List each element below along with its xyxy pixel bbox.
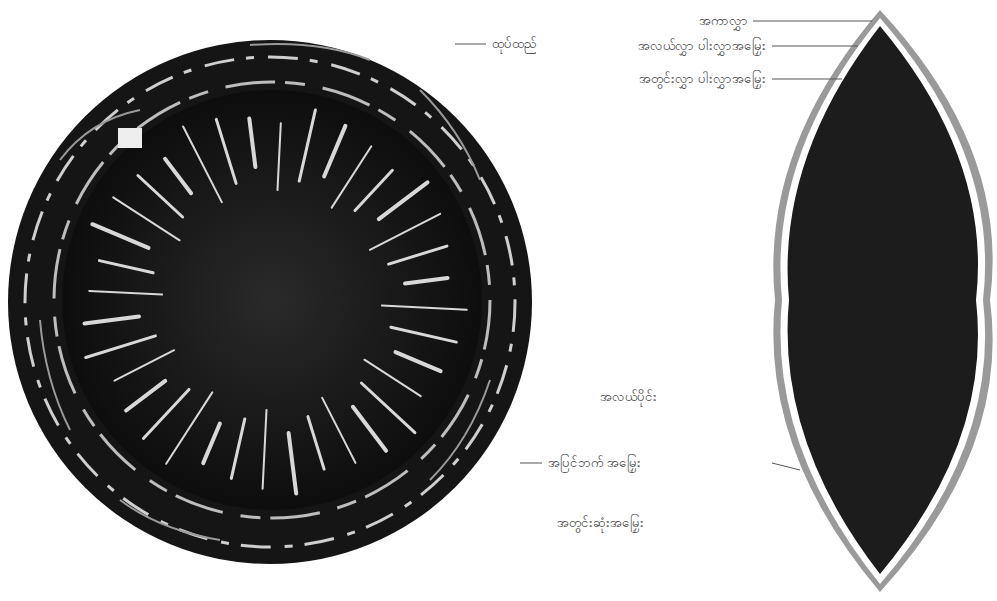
part-label: အလယ်လွှာ ပါးလွှာအမြှေး	[636, 38, 768, 54]
part-label: အကာလွှာ	[697, 13, 750, 29]
radial-streak	[396, 352, 441, 371]
radial-streak	[379, 182, 428, 219]
radial-streak	[382, 306, 467, 310]
radial-streak	[231, 419, 245, 479]
part-label: အတွင်းဆုံးအမြှေး	[555, 515, 646, 531]
radial-streak	[249, 118, 255, 167]
part-label: အတွင်းလွှာ ပါးလွှာအမြှေး	[637, 71, 768, 87]
lens-outline	[773, 10, 992, 592]
radial-streak	[389, 246, 447, 264]
radial-streak	[278, 123, 281, 190]
radial-streak	[353, 407, 386, 451]
radial-streak	[289, 433, 297, 494]
lens-white-layer	[780, 18, 985, 584]
radial-streak	[86, 336, 156, 358]
radial-streak	[203, 424, 220, 464]
radial-streak	[143, 389, 189, 438]
part-label: အလယ်ပိုင်း	[598, 389, 659, 405]
radial-streak	[322, 398, 355, 463]
radial-streak	[126, 381, 165, 411]
radial-streak	[324, 126, 345, 177]
radial-streak	[263, 410, 267, 489]
radial-streak	[391, 327, 456, 342]
outer-disc	[8, 40, 532, 564]
radial-streak	[405, 278, 448, 283]
core-disc	[62, 90, 482, 510]
radial-streak	[166, 392, 212, 463]
radial-streak	[115, 350, 175, 381]
radial-streak	[85, 317, 140, 324]
radial-streak	[364, 360, 420, 396]
radial-streak	[89, 291, 162, 295]
leader-lines	[455, 21, 872, 470]
radial-streak	[183, 127, 222, 203]
radial-streak	[361, 383, 415, 433]
outer-ring	[25, 57, 515, 547]
part-label: ထုပ်ထည်	[490, 36, 539, 52]
radial-streak	[355, 170, 392, 210]
radial-streak	[216, 119, 236, 183]
light-patch	[118, 128, 142, 148]
radial-streaks	[85, 110, 467, 494]
radial-streak	[92, 224, 148, 248]
radial-streak	[370, 214, 440, 250]
radial-streak	[99, 261, 153, 273]
outer-texture	[40, 44, 490, 540]
radial-streak	[299, 110, 315, 181]
inner-ring	[54, 82, 490, 518]
radial-streak	[308, 417, 324, 470]
radial-streak	[138, 176, 183, 218]
lens-core	[788, 26, 978, 574]
part-label: အပြင်ဘက် အမြှေး	[546, 455, 643, 471]
radial-streak	[165, 159, 191, 193]
